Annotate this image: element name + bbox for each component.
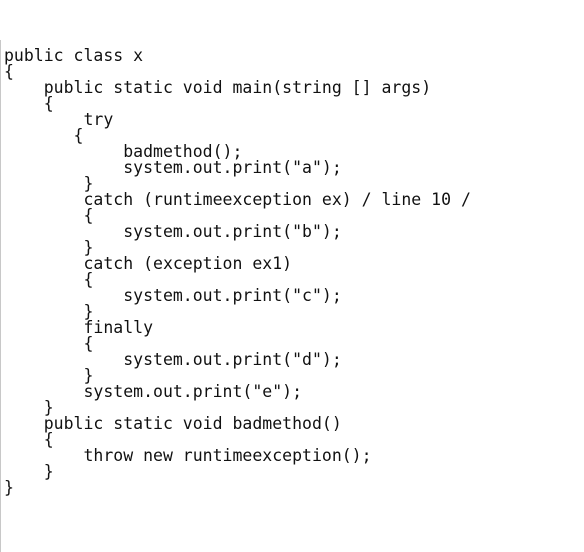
code-line: public class x <box>4 46 144 65</box>
code-line: } <box>4 302 94 321</box>
code-line: { <box>4 94 54 113</box>
code-line: } <box>4 366 94 385</box>
code-line: catch (exception ex1) <box>4 254 293 273</box>
code-line: { <box>4 62 14 81</box>
code-line: system.out.print("c"); <box>4 286 342 305</box>
code-line: public static void main(string [] args) <box>4 78 432 97</box>
code-line: system.out.print("a"); <box>4 158 342 177</box>
code-line: { <box>4 270 94 289</box>
code-line: system.out.print("b"); <box>4 222 342 241</box>
code-line: { <box>4 206 94 225</box>
code-line: } <box>4 478 14 497</box>
code-line: } <box>4 238 94 257</box>
code-line: badmethod(); <box>4 142 243 161</box>
code-line: system.out.print("d"); <box>4 350 342 369</box>
code-line: { <box>4 126 84 145</box>
code-line: } <box>4 462 54 481</box>
code-line: { <box>4 430 54 449</box>
code-line: } <box>4 174 94 193</box>
left-margin-line <box>0 40 1 552</box>
code-line: public static void badmethod() <box>4 414 342 433</box>
code-line: throw new runtimeexception(); <box>4 446 372 465</box>
code-line: system.out.print("e"); <box>4 382 303 401</box>
code-line: try <box>4 110 114 129</box>
code-line: } <box>4 398 54 417</box>
code-line: catch (runtimeexception ex) / line 10 / <box>4 190 471 209</box>
code-line: finally <box>4 318 154 337</box>
code-line: { <box>4 334 94 353</box>
